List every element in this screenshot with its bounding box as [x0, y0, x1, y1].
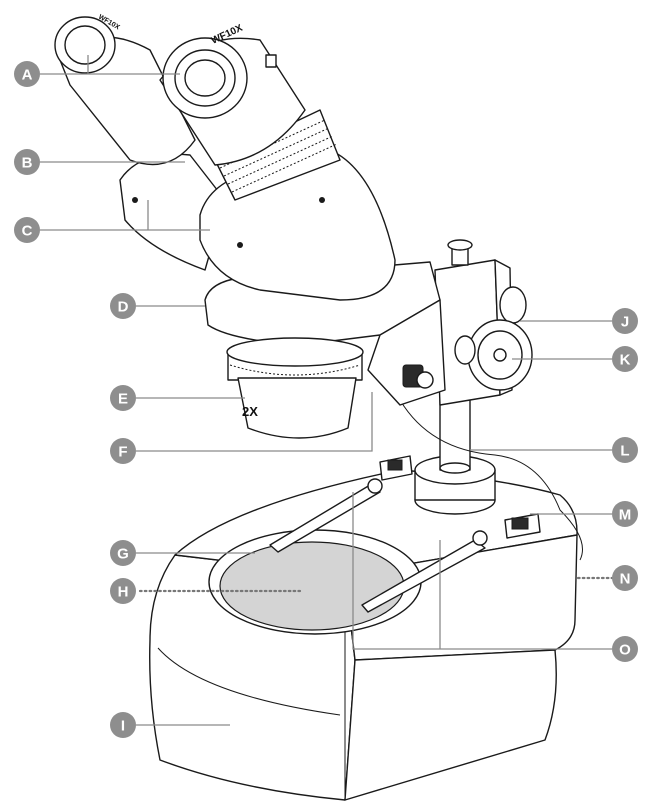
svg-text:A: A	[22, 67, 33, 84]
callout-o: O	[612, 636, 638, 662]
svg-text:B: B	[22, 155, 33, 172]
svg-text:F: F	[118, 444, 127, 461]
callout-k: K	[612, 346, 638, 372]
callout-c: C	[14, 217, 40, 243]
svg-text:J: J	[621, 314, 629, 331]
svg-text:E: E	[118, 391, 128, 408]
callout-d: D	[110, 293, 136, 319]
leader-c	[40, 200, 210, 231]
callout-j: J	[612, 308, 638, 334]
stage-plate-glass	[219, 541, 405, 631]
callout-l: L	[612, 437, 638, 463]
callout-n: N	[612, 565, 638, 591]
left-eyepiece-tube: WF10X	[54, 14, 226, 271]
callout-g: G	[110, 540, 136, 566]
callout-m: M	[612, 501, 638, 527]
svg-text:H: H	[118, 584, 129, 601]
svg-text:I: I	[121, 718, 125, 735]
svg-text:C: C	[22, 223, 33, 240]
stage-plate	[208, 529, 422, 635]
focus-block	[434, 239, 533, 406]
callout-a: A	[14, 61, 40, 87]
objective-marking: 2X	[242, 404, 258, 419]
microscope-pillar	[399, 399, 583, 561]
leader-a	[40, 55, 180, 75]
callout-i: I	[110, 712, 136, 738]
svg-text:L: L	[620, 443, 629, 460]
callout-e: E	[110, 385, 136, 411]
callout-f: F	[110, 438, 136, 464]
svg-text:D: D	[118, 299, 129, 316]
right-eyepiece-tube: WF10X	[159, 23, 396, 301]
callout-h: H	[110, 578, 136, 604]
svg-text:N: N	[620, 571, 631, 588]
leader-o	[352, 492, 612, 650]
svg-text:G: G	[117, 546, 129, 563]
svg-text:M: M	[619, 507, 632, 524]
objective-housing: 2X	[226, 337, 364, 439]
svg-text:O: O	[619, 642, 631, 659]
svg-text:K: K	[620, 352, 631, 369]
leader-f	[136, 392, 373, 452]
light-switches	[379, 455, 541, 539]
callout-b: B	[14, 149, 40, 175]
leader-lines	[40, 55, 614, 726]
